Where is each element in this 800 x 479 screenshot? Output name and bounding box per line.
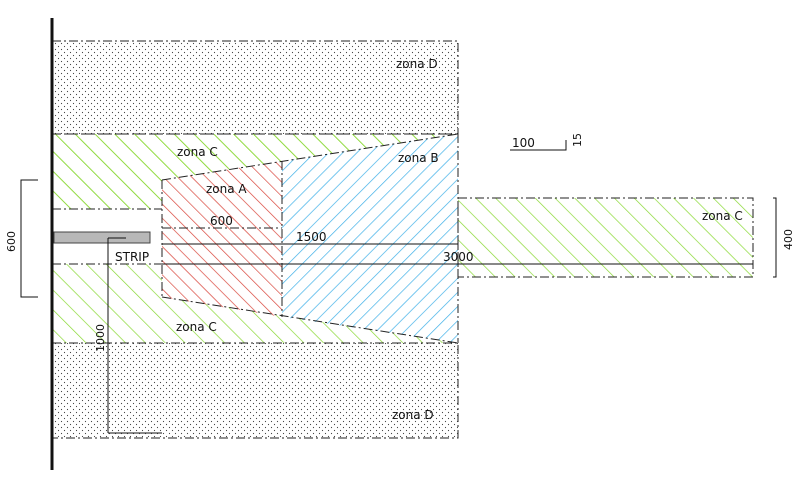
dim-600-horizontal-label: 600 xyxy=(210,214,233,228)
zone-b xyxy=(282,134,458,343)
zone-a xyxy=(162,161,282,317)
zone-d-bottom-label: zona D xyxy=(392,408,434,422)
scale-bar xyxy=(510,140,567,151)
tapered-upper-edge xyxy=(161,133,459,181)
dim-3000-label: 3000 xyxy=(443,250,474,264)
strip-bar xyxy=(53,231,151,244)
zone-c-bottom-label: zona C xyxy=(176,320,217,334)
dim-1000-vertical-label: 1000 xyxy=(94,324,107,352)
dim-1500-label: 1500 xyxy=(296,230,327,244)
zone-d-bottom xyxy=(52,343,458,438)
zone-c-top-fill xyxy=(52,134,458,209)
zone-c-bottom xyxy=(52,264,458,343)
zone-d-top xyxy=(52,41,458,134)
scale-height-label: 15 xyxy=(571,133,584,147)
dim-600-vertical-label: 600 xyxy=(5,231,18,252)
scale-length-label: 100 xyxy=(512,136,535,150)
zone-c-top-label: zona C xyxy=(177,145,218,159)
dim-600-bracket xyxy=(20,179,38,298)
dim-400-vertical-label: 400 xyxy=(782,229,795,250)
zone-d-top-label: zona D xyxy=(396,57,438,71)
tapered-lower-edge xyxy=(161,296,459,344)
zone-c-right-label: zona C xyxy=(702,209,743,223)
zone-a-label: zona A xyxy=(206,182,247,196)
dim-400-bracket xyxy=(773,197,777,278)
zone-b-label: zona B xyxy=(398,151,439,165)
strip-label: STRIP xyxy=(115,250,149,264)
